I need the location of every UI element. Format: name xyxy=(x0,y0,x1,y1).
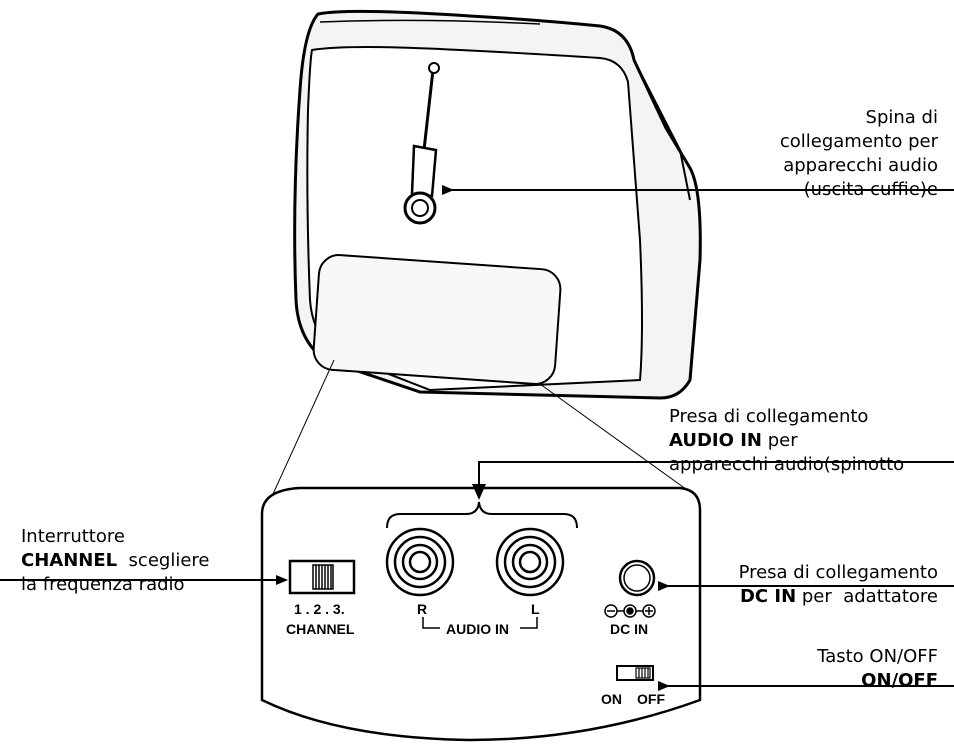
callout-text: scegliere xyxy=(117,550,210,571)
callout-headphone-output: Spina di collegamento per apparecchi aud… xyxy=(780,106,938,202)
callout-arrows xyxy=(0,185,954,691)
audio-in-label: AUDIO IN xyxy=(446,621,509,637)
callout-keyword: DC IN xyxy=(739,586,797,607)
callout-text: per adattatore xyxy=(796,586,938,607)
device-rear-edge xyxy=(633,59,691,201)
callout-text: apparecchi audio xyxy=(783,155,938,176)
off-label: OFF xyxy=(637,691,665,707)
callout-text: la frequenza radio xyxy=(21,574,185,595)
cable-anchor xyxy=(428,62,440,74)
dc-in-jack xyxy=(618,559,656,597)
channel-switch-knob xyxy=(312,564,334,590)
audio-in-underline-right xyxy=(520,617,538,629)
callout-text: per xyxy=(761,430,798,451)
bottom-panel-outline xyxy=(260,486,702,742)
arrow-audio-in xyxy=(478,461,954,486)
callout-text: collegamento per xyxy=(779,131,938,152)
callout-dc-in: Presa di collegamento DC IN per adattato… xyxy=(739,561,938,609)
headphone-cable xyxy=(422,69,435,151)
rca-jack-left xyxy=(495,527,565,597)
callout-keyword: AUDIO IN xyxy=(669,430,762,451)
callout-text: apparecchi audio(spinotto xyxy=(669,454,905,475)
callout-text: ON/OFF xyxy=(817,669,938,693)
device-lower-panel xyxy=(312,254,562,385)
callout-text: CHANNEL scegliere xyxy=(21,549,209,573)
device-bottom-panel xyxy=(260,486,702,742)
callout-channel-switch: Interruttore CHANNEL scegliere la freque… xyxy=(21,525,209,597)
callout-text: Spina di xyxy=(865,107,938,128)
headphone-plug-body xyxy=(410,144,438,198)
audio-in-underline-left xyxy=(422,617,440,629)
callout-text: (uscita cuffie)e xyxy=(803,179,938,200)
callout-keyword: CHANNEL xyxy=(21,550,118,571)
callout-text: Presa di collegamento xyxy=(738,562,938,583)
projection-lines xyxy=(262,359,691,517)
dc-polarity-icon xyxy=(604,604,656,618)
power-switch-knob xyxy=(635,667,651,679)
callout-text: Presa di collegamento xyxy=(669,406,869,427)
callout-text: Tasto ON/OFF xyxy=(817,646,938,667)
device-top-highlight xyxy=(319,19,541,25)
callout-text: AUDIO IN per xyxy=(669,429,904,453)
callout-audio-in: Presa di collegamento AUDIO IN per appar… xyxy=(669,405,904,477)
channel-numbers-label: 1 . 2 . 3. xyxy=(294,601,345,617)
callout-text: Interruttore xyxy=(21,526,125,547)
callout-text: DC IN per adattatore xyxy=(739,585,938,609)
on-label: ON xyxy=(601,691,622,707)
callout-on-off: Tasto ON/OFF ON/OFF xyxy=(817,645,938,693)
channel-label: CHANNEL xyxy=(286,621,355,637)
callout-keyword: ON/OFF xyxy=(861,670,938,691)
device-side-view xyxy=(293,9,702,400)
jack-left-label: L xyxy=(531,601,540,617)
dc-in-label: DC IN xyxy=(610,621,648,637)
jack-right-label: R xyxy=(417,601,427,617)
rca-jack-right xyxy=(385,527,455,597)
audio-in-bracket xyxy=(386,501,578,529)
